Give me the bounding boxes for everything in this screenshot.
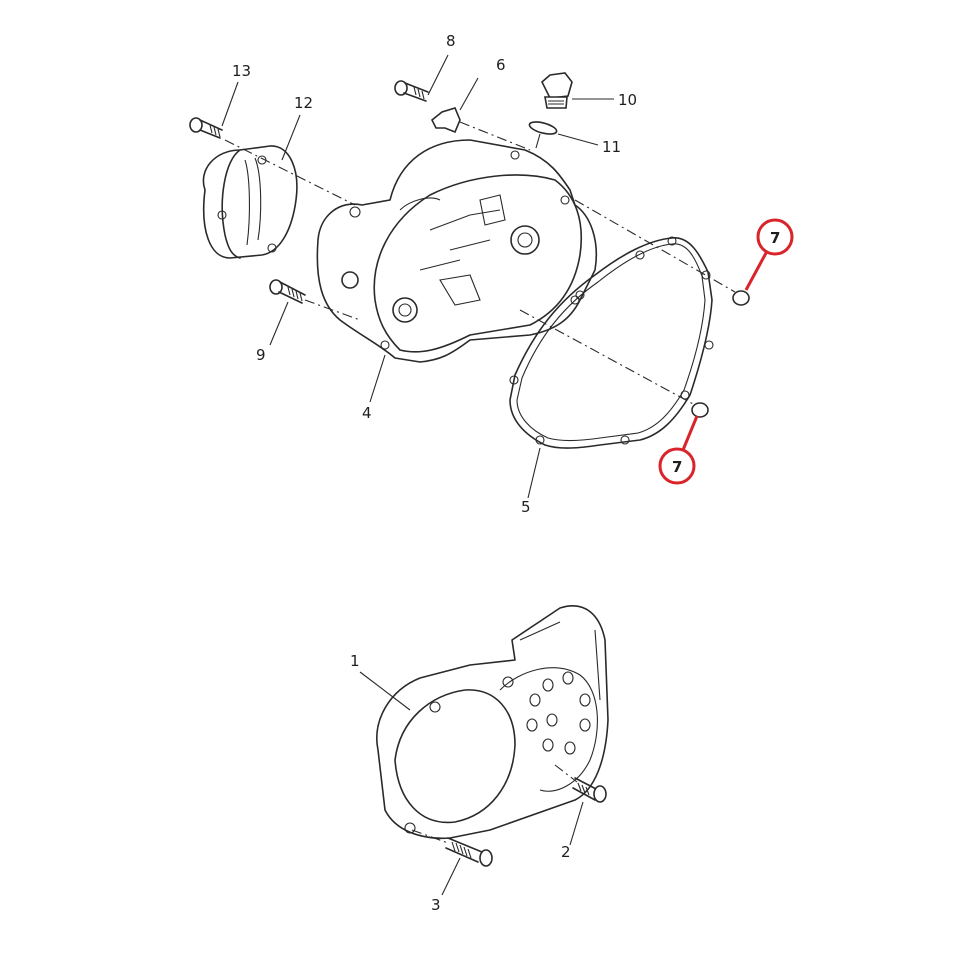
part-7-dowel-lower	[691, 402, 709, 418]
callout-7-upper: 7	[770, 229, 780, 247]
lower-assembly: 1 2 3	[350, 605, 609, 914]
part-13-bolt	[189, 117, 223, 139]
part-12-cap	[202, 145, 298, 259]
part-4-crankcase-cover	[316, 139, 598, 363]
callout-4: 4	[362, 404, 372, 422]
part-10-plug	[541, 72, 573, 109]
part-11-o-ring	[528, 121, 558, 135]
callout-1: 1	[350, 652, 360, 670]
callout-5: 5	[521, 498, 531, 516]
callout-3: 3	[431, 896, 441, 914]
callout-9: 9	[256, 346, 266, 364]
highlight-callout-7-lower	[658, 415, 699, 485]
part-1-flywheel-cover	[376, 605, 609, 840]
callout-10: 10	[618, 91, 637, 109]
part-9-bolt	[269, 279, 306, 304]
part-8-bolt	[394, 80, 429, 102]
part-5-gasket	[509, 236, 714, 449]
upper-assembly: 13 12 8 6 10 11 9 4 5 7 7	[189, 32, 794, 516]
highlight-callout-7-upper	[744, 218, 794, 291]
callout-12: 12	[294, 94, 313, 112]
callout-13: 13	[232, 62, 251, 80]
part-7-dowel-upper	[732, 290, 750, 306]
part-2-screw	[572, 777, 607, 803]
callout-6: 6	[496, 56, 506, 74]
callout-7-lower: 7	[672, 458, 682, 476]
callout-11: 11	[602, 138, 621, 156]
callout-8: 8	[446, 32, 456, 50]
callout-2: 2	[561, 843, 571, 861]
part-3-screw	[445, 837, 493, 867]
part-6-bracket	[430, 107, 461, 134]
